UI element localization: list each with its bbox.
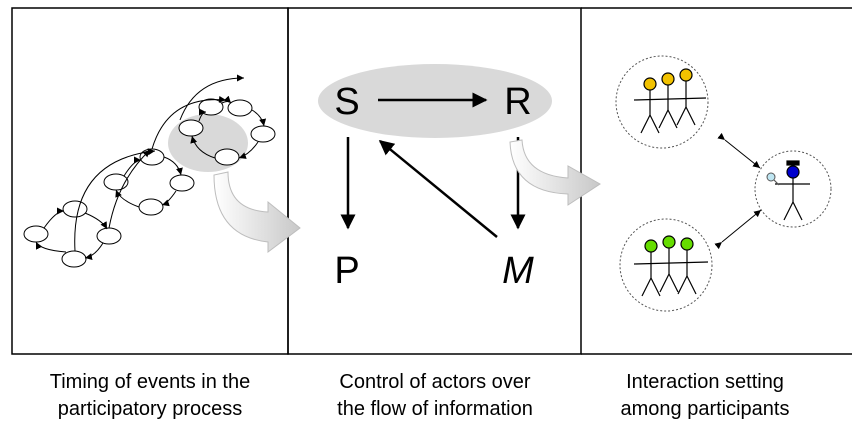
event-link <box>251 109 267 127</box>
event-link <box>179 74 245 121</box>
stick-figure-group-icon <box>633 235 709 297</box>
event-cycle-network-icon <box>23 74 301 268</box>
caption-control: Control of actors over the flow of infor… <box>295 369 575 423</box>
moderator-figure-icon <box>775 160 810 221</box>
event-node <box>62 200 88 218</box>
node-media: M <box>502 250 534 292</box>
event-node <box>169 174 195 192</box>
event-node <box>103 173 129 191</box>
caption-timing: Timing of events in the participatory pr… <box>10 369 290 423</box>
event-link <box>161 190 177 207</box>
event-node <box>61 250 87 268</box>
event-link <box>35 241 67 253</box>
stick-figure-group-icon <box>633 68 707 134</box>
event-link <box>151 95 227 150</box>
flow-arrow-icon <box>213 171 301 253</box>
event-node <box>198 98 224 116</box>
node-sender: S <box>334 81 359 123</box>
caption-interaction: Interaction setting among participants <box>565 369 845 423</box>
arrow-media-to-sender <box>378 140 498 238</box>
caption-line: Timing of events in the <box>49 371 251 393</box>
caption-line: Control of actors over <box>339 371 531 393</box>
caption-line: Interaction setting <box>626 371 784 393</box>
event-link <box>84 212 108 230</box>
event-link <box>238 141 259 159</box>
magnifier-icon <box>766 172 780 186</box>
event-link <box>108 149 151 229</box>
caption-line: participatory process <box>57 398 243 420</box>
event-link <box>190 135 216 159</box>
event-link <box>74 148 156 252</box>
caption-line: the flow of information <box>337 398 533 420</box>
event-link <box>115 189 140 208</box>
interaction-link-top <box>717 132 761 169</box>
event-link <box>163 156 183 176</box>
event-link <box>198 108 207 122</box>
event-node <box>138 198 164 216</box>
node-public: P <box>334 250 359 292</box>
event-highlight <box>168 114 248 172</box>
event-node <box>96 227 122 245</box>
figure-diagram: S R P M <box>11 7 852 355</box>
event-node <box>227 99 253 117</box>
panel-frame-timing <box>11 7 289 355</box>
event-node <box>250 125 276 143</box>
control-diagram: S R P M <box>318 64 601 292</box>
interaction-diagram <box>615 55 832 312</box>
event-link <box>221 95 232 104</box>
event-node <box>214 148 240 166</box>
flow-arrow-icon <box>509 139 601 206</box>
interaction-link-bottom <box>714 209 762 250</box>
event-node <box>23 225 49 243</box>
caption-line: among participants <box>620 398 790 420</box>
group-circle-top <box>615 55 709 149</box>
event-link <box>43 207 65 229</box>
node-receiver: R <box>504 81 531 123</box>
group-circle-bottom <box>619 218 713 312</box>
event-link <box>84 242 104 261</box>
event-node <box>178 119 204 137</box>
moderator-circle <box>754 150 832 228</box>
